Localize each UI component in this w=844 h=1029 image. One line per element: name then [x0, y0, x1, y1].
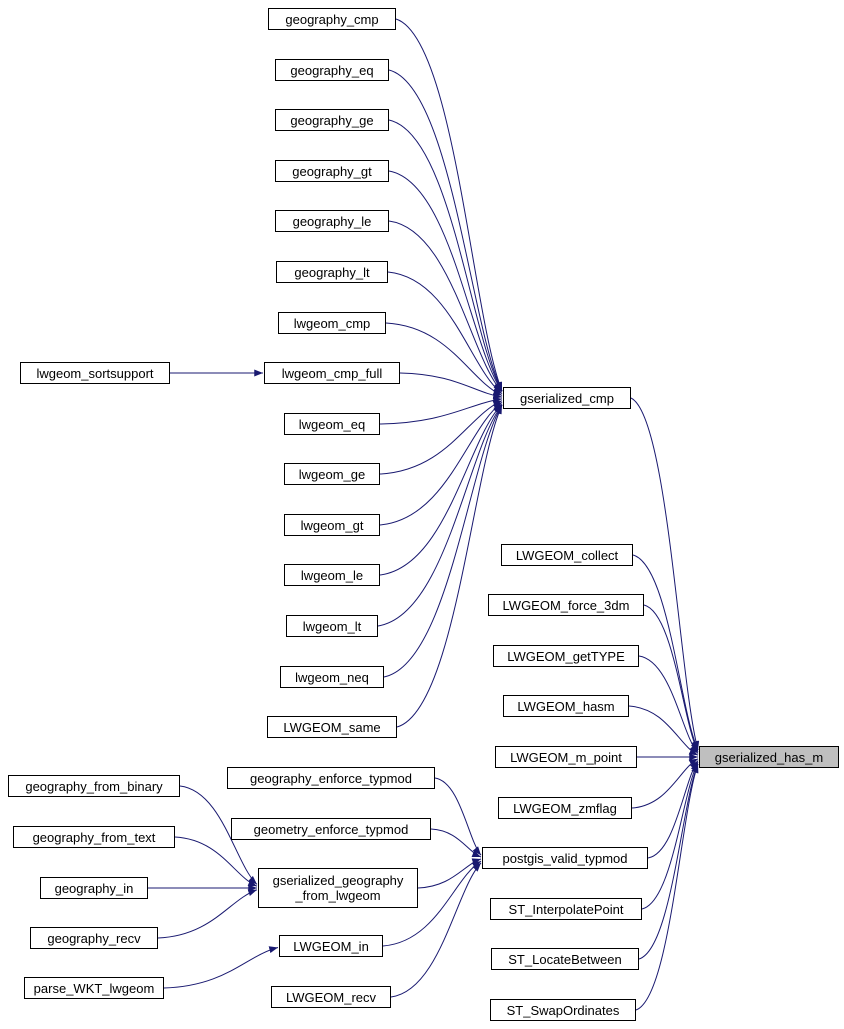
node-LWGEOM_recv[interactable]: LWGEOM_recv	[271, 986, 391, 1008]
node-lwgeom_gt[interactable]: lwgeom_gt	[284, 514, 380, 536]
edge-gserialized_cmp--gserialized_has_m	[630, 397, 700, 751]
edge-postgis_valid_typmod--gserialized_has_m	[647, 760, 699, 859]
node-parse_WKT_lwgeom[interactable]: parse_WKT_lwgeom	[24, 977, 164, 999]
edge-lwgeom_cmp--gserialized_cmp	[385, 322, 503, 396]
edge-geography_recv--gserialized_geography_from_lwgeom	[157, 889, 258, 939]
edge-geography_from_text--gserialized_geography_from_lwgeom	[174, 836, 258, 887]
edge-lwgeom_neq--gserialized_cmp	[383, 404, 503, 678]
node-geography_gt[interactable]: geography_gt	[275, 160, 389, 182]
node-ST_SwapOrdinates[interactable]: ST_SwapOrdinates	[490, 999, 636, 1021]
edge-lwgeom_cmp_full--gserialized_cmp	[399, 372, 503, 400]
node-geography_eq[interactable]: geography_eq	[275, 59, 389, 81]
edge-LWGEOM_getTYPE--gserialized_has_m	[638, 655, 699, 754]
node-geography_from_text[interactable]: geography_from_text	[13, 826, 175, 848]
node-lwgeom_cmp[interactable]: lwgeom_cmp	[278, 312, 386, 334]
node-geography_lt[interactable]: geography_lt	[276, 261, 388, 283]
edge-geography_le--gserialized_cmp	[388, 220, 503, 393]
node-gserialized_cmp[interactable]: gserialized_cmp	[503, 387, 631, 409]
node-LWGEOM_force_3dm[interactable]: LWGEOM_force_3dm	[488, 594, 644, 616]
node-geography_in[interactable]: geography_in	[40, 877, 148, 899]
edge-ST_InterpolatePoint--gserialized_has_m	[641, 762, 699, 910]
node-geography_le[interactable]: geography_le	[275, 210, 389, 232]
node-lwgeom_eq[interactable]: lwgeom_eq	[284, 413, 380, 435]
edge-geography_gt--gserialized_cmp	[388, 170, 503, 392]
edge-lwgeom_le--gserialized_cmp	[379, 403, 503, 576]
edge-geography_ge--gserialized_cmp	[388, 119, 503, 392]
node-ST_InterpolatePoint[interactable]: ST_InterpolatePoint	[490, 898, 642, 920]
node-geography_cmp[interactable]: geography_cmp	[268, 8, 396, 30]
edge-geography_eq--gserialized_cmp	[388, 69, 503, 392]
node-gserialized_has_m[interactable]: gserialized_has_m	[699, 746, 839, 768]
node-postgis_valid_typmod[interactable]: postgis_valid_typmod	[482, 847, 648, 869]
edge-ST_SwapOrdinates--gserialized_has_m	[635, 763, 699, 1011]
node-lwgeom_le[interactable]: lwgeom_le	[284, 564, 380, 586]
node-LWGEOM_getTYPE[interactable]: LWGEOM_getTYPE	[493, 645, 639, 667]
edge-LWGEOM_hasm--gserialized_has_m	[628, 705, 699, 756]
node-lwgeom_cmp_full[interactable]: lwgeom_cmp_full	[264, 362, 400, 384]
node-geometry_enforce_typmod[interactable]: geometry_enforce_typmod	[231, 818, 431, 840]
node-LWGEOM_zmflag[interactable]: LWGEOM_zmflag	[498, 797, 632, 819]
edge-geography_enforce_typmod--postgis_valid_typmod	[434, 777, 482, 856]
node-gserialized_geography_from_lwgeom[interactable]: gserialized_geography _from_lwgeom	[258, 868, 418, 908]
edge-LWGEOM_zmflag--gserialized_has_m	[631, 758, 699, 809]
node-lwgeom_ge[interactable]: lwgeom_ge	[284, 463, 380, 485]
edge-lwgeom_eq--gserialized_cmp	[379, 396, 503, 425]
edge-LWGEOM_same--gserialized_cmp	[396, 404, 503, 728]
node-LWGEOM_hasm[interactable]: LWGEOM_hasm	[503, 695, 629, 717]
node-geography_from_binary[interactable]: geography_from_binary	[8, 775, 180, 797]
edge-LWGEOM_collect--gserialized_has_m	[632, 554, 699, 751]
edge-lwgeom_lt--gserialized_cmp	[377, 404, 503, 627]
edge-geography_lt--gserialized_cmp	[387, 271, 503, 394]
node-LWGEOM_collect[interactable]: LWGEOM_collect	[501, 544, 633, 566]
node-LWGEOM_in[interactable]: LWGEOM_in	[279, 935, 383, 957]
node-geography_ge[interactable]: geography_ge	[275, 109, 389, 131]
edge-lwgeom_ge--gserialized_cmp	[379, 400, 503, 475]
node-lwgeom_lt[interactable]: lwgeom_lt	[286, 615, 378, 637]
node-lwgeom_neq[interactable]: lwgeom_neq	[280, 666, 384, 688]
node-geography_enforce_typmod[interactable]: geography_enforce_typmod	[227, 767, 435, 789]
edge-gserialized_geography_from_lwgeom--postgis_valid_typmod	[417, 858, 482, 889]
node-LWGEOM_same[interactable]: LWGEOM_same	[267, 716, 397, 738]
edge-LWGEOM_force_3dm--gserialized_has_m	[643, 604, 699, 752]
edge-lwgeom_gt--gserialized_cmp	[379, 401, 503, 526]
node-LWGEOM_m_point[interactable]: LWGEOM_m_point	[495, 746, 637, 768]
edge-geography_cmp--gserialized_cmp	[395, 18, 503, 392]
edge-geometry_enforce_typmod--postgis_valid_typmod	[430, 828, 482, 858]
node-ST_LocateBetween[interactable]: ST_LocateBetween	[491, 948, 639, 970]
node-lwgeom_sortsupport[interactable]: lwgeom_sortsupport	[20, 362, 170, 384]
edge-parse_WKT_lwgeom--LWGEOM_in	[163, 946, 279, 989]
node-geography_recv[interactable]: geography_recv	[30, 927, 158, 949]
